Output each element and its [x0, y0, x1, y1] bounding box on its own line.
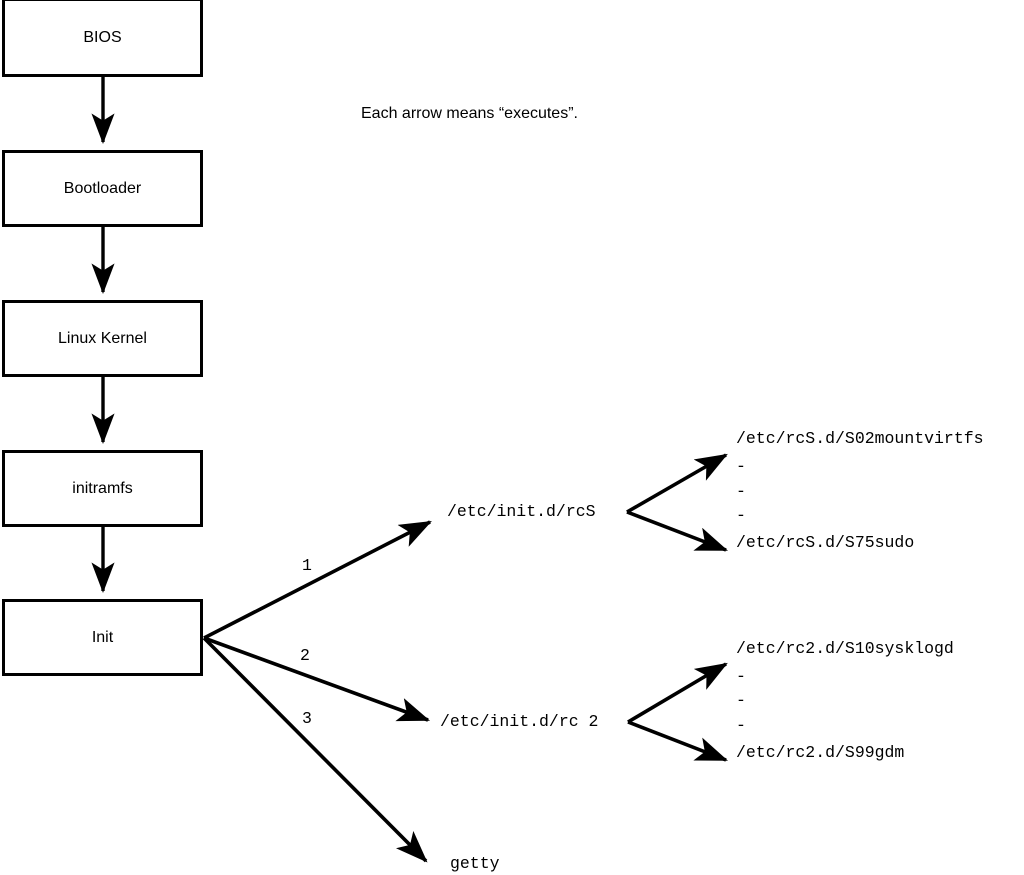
- rc2-script-last[interactable]: /etc/rc2.d/S99gdm: [736, 743, 905, 762]
- rcs-ellipsis-dash-1: -: [736, 457, 746, 476]
- branch-target-rcs[interactable]: /etc/init.d/rcS: [447, 502, 596, 521]
- init-arrow-2-to-rc2: [203, 636, 431, 722]
- node-label-bios: BIOS: [83, 28, 122, 46]
- init-arrow-3-to-getty: [202, 636, 428, 863]
- rcs-script-last[interactable]: /etc/rcS.d/S75sudo: [736, 533, 915, 552]
- node-label-initramfs: initramfs: [72, 479, 133, 497]
- node-label-linux-kernel: Linux Kernel: [58, 329, 147, 347]
- rc2-arrow-to-last-script: [627, 720, 729, 762]
- rcs-arrow-to-first-script: [626, 453, 728, 514]
- rc2-ellipsis-dash-1: -: [736, 667, 746, 686]
- node-label-bootloader: Bootloader: [63, 179, 142, 197]
- diagram-caption: Each arrow means “executes”.: [361, 105, 578, 122]
- node-box-initramfs[interactable]: initramfs: [2, 450, 203, 527]
- branch-number-2: 2: [300, 646, 310, 665]
- node-box-bootloader[interactable]: Bootloader: [2, 150, 203, 227]
- node-box-init[interactable]: Init: [2, 599, 203, 676]
- branch-target-getty[interactable]: getty: [450, 854, 500, 873]
- init-arrow-1-to-rcs: [203, 520, 432, 640]
- rcs-script-first[interactable]: /etc/rcS.d/S02mountvirtfs: [736, 429, 984, 448]
- node-box-bios[interactable]: BIOS: [2, 0, 203, 77]
- rc2-script-first[interactable]: /etc/rc2.d/S10sysklogd: [736, 639, 954, 658]
- branch-target-rc2[interactable]: /etc/init.d/rc 2: [440, 712, 599, 731]
- node-label-init: Init: [91, 628, 114, 646]
- rc2-ellipsis-dash-3: -: [736, 716, 746, 735]
- branch-number-3: 3: [302, 709, 312, 728]
- rcs-ellipsis-dash-3: -: [736, 506, 746, 525]
- rcs-ellipsis-dash-2: -: [736, 482, 746, 501]
- rcs-arrow-to-last-script: [626, 510, 729, 552]
- branch-number-1: 1: [302, 556, 312, 575]
- rc2-arrow-to-first-script: [627, 662, 728, 724]
- node-box-linux-kernel[interactable]: Linux Kernel: [2, 300, 203, 377]
- rc2-ellipsis-dash-2: -: [736, 691, 746, 710]
